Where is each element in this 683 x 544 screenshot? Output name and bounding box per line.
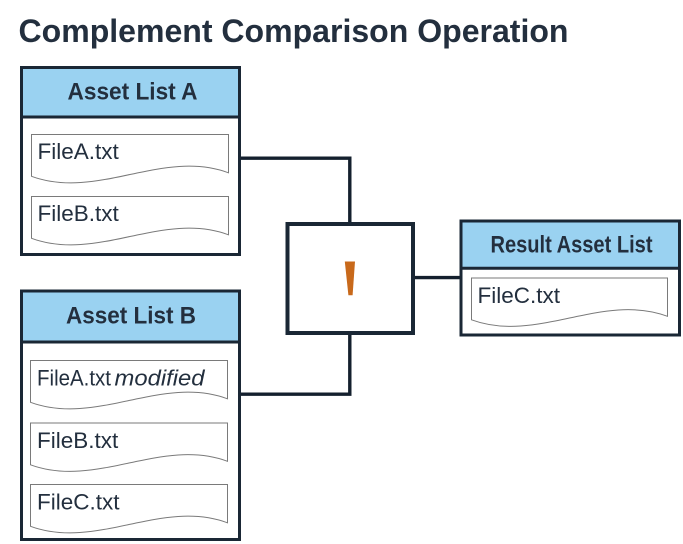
svg-text:FileC.txt: FileC.txt <box>478 283 561 308</box>
svg-text:modified: modified <box>115 365 207 390</box>
svg-text:FileC.txt: FileC.txt <box>37 490 120 515</box>
svg-text:FileA.txt: FileA.txt <box>38 139 120 164</box>
svg-text:Asset List A: Asset List A <box>68 79 198 106</box>
svg-text:FileB.txt: FileB.txt <box>38 201 120 226</box>
svg-text:Asset List B: Asset List B <box>66 303 196 330</box>
svg-text:Result Asset List: Result Asset List <box>491 232 653 259</box>
svg-text:FileB.txt: FileB.txt <box>37 428 119 453</box>
svg-text:Complement Comparison Operatio: Complement Comparison Operation <box>19 13 569 49</box>
svg-text:FileA.txt: FileA.txt <box>37 365 112 390</box>
